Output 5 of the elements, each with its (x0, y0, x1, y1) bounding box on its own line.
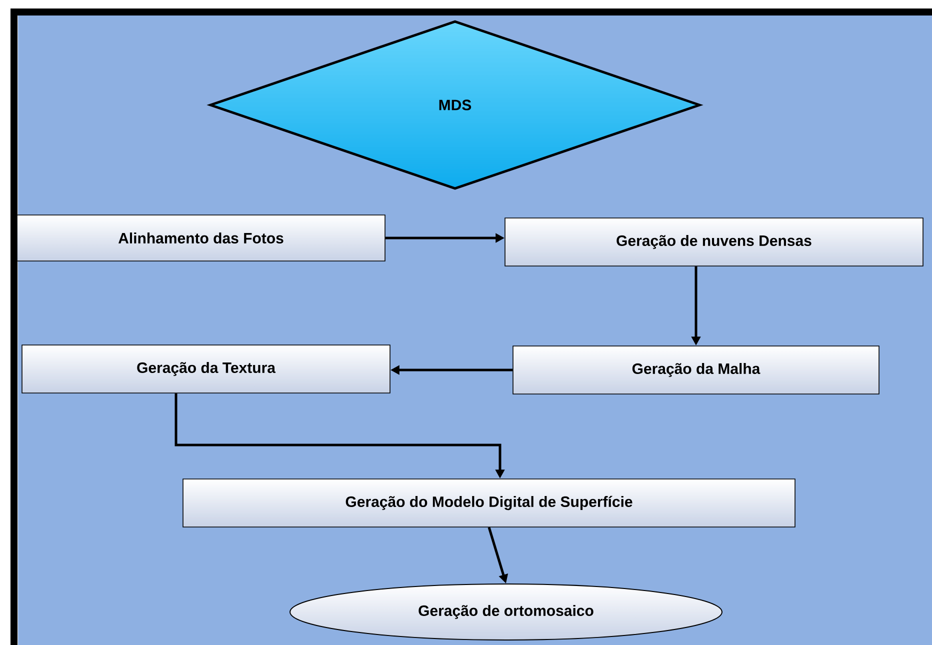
process-box: Geração de nuvens Densas (504, 218, 924, 266)
process-box: Geração do Modelo Digital de Superfície (182, 478, 796, 528)
process-box: Geração da Textura (22, 344, 390, 394)
process-box: Alinhamento das Fotos (16, 214, 386, 262)
process-box: Geração da Malha (512, 346, 880, 394)
